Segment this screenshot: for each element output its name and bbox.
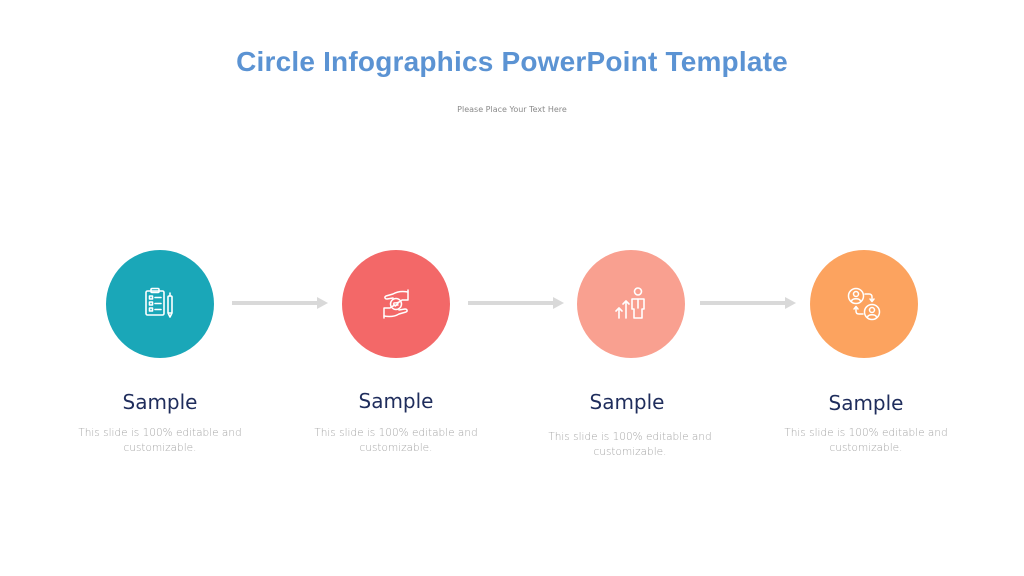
arrow-2-to-3 <box>468 297 564 309</box>
clipboard-checklist-icon <box>145 287 173 318</box>
arrow-3-to-4 <box>700 297 796 309</box>
step-2-circle <box>342 250 450 358</box>
hands-checkmark-icon <box>383 289 409 319</box>
step-3-circle <box>577 250 685 358</box>
step-1-title: Sample <box>122 390 198 414</box>
person-growth-arrows-icon <box>615 287 645 319</box>
step-2-desc-line2: customizable. <box>359 442 433 454</box>
arrow-1-to-2 <box>232 297 328 309</box>
step-3-title: Sample <box>589 390 665 414</box>
step-3-desc-line2: customizable. <box>593 446 667 458</box>
step-1-circle <box>106 250 214 358</box>
step-4-description: This slide is 100% editable and customiz… <box>766 426 966 456</box>
step-1-desc-line1: This slide is 100% editable and <box>78 427 242 439</box>
step-3-desc-line1: This slide is 100% editable and <box>548 431 712 443</box>
step-4-desc-line2: customizable. <box>829 442 903 454</box>
step-2-description: This slide is 100% editable and customiz… <box>296 426 496 456</box>
step-1-description: This slide is 100% editable and customiz… <box>60 426 260 456</box>
user-exchange-icon <box>847 287 881 321</box>
step-3-description: This slide is 100% editable and customiz… <box>530 430 730 460</box>
step-2-desc-line1: This slide is 100% editable and <box>314 427 478 439</box>
step-4-circle <box>810 250 918 358</box>
step-2-title: Sample <box>358 389 434 413</box>
slide-title: Circle Infographics PowerPoint Template <box>236 46 788 77</box>
step-4-desc-line1: This slide is 100% editable and <box>784 427 948 439</box>
slide-subtitle: Please Place Your Text Here <box>457 105 567 114</box>
step-4-title: Sample <box>828 391 904 415</box>
step-1-desc-line2: customizable. <box>123 442 197 454</box>
